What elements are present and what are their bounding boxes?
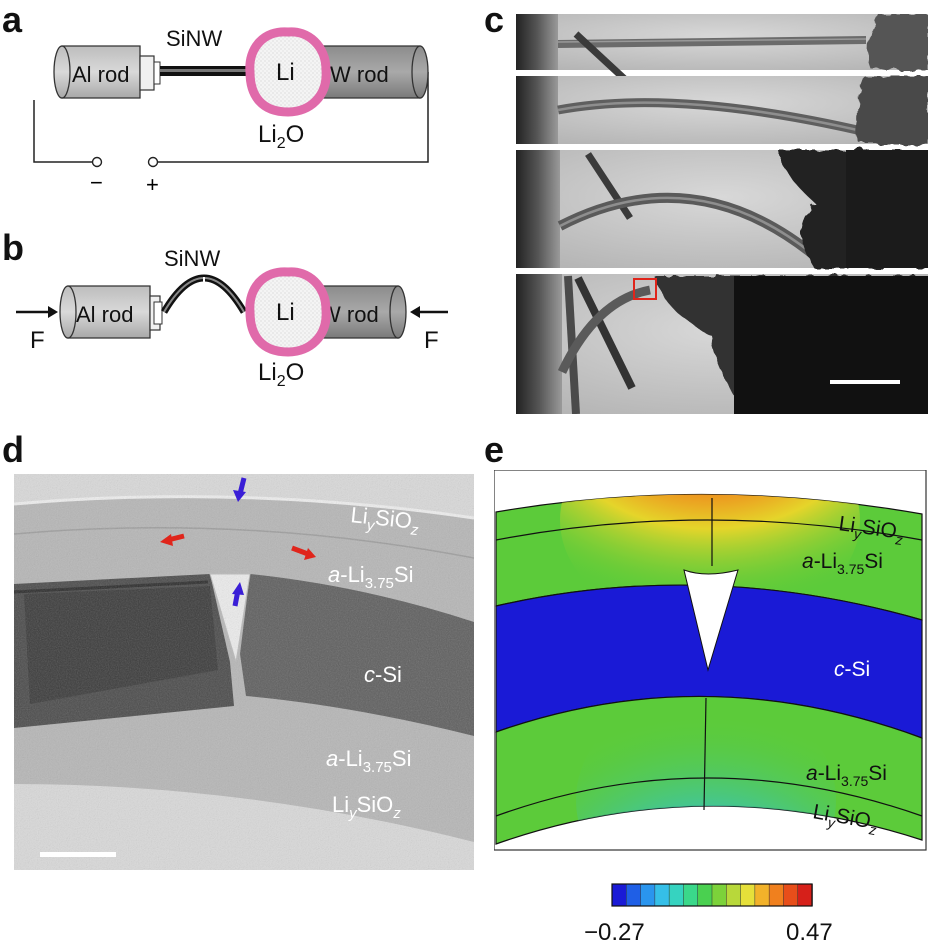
sinw-label: SiNW bbox=[164, 246, 220, 271]
force-left-label: F bbox=[30, 327, 45, 354]
li-label: Li bbox=[276, 299, 295, 326]
fe-crack bbox=[683, 569, 739, 672]
terminal-negative bbox=[91, 156, 103, 168]
li2o-shell bbox=[245, 267, 331, 357]
sinw-label: SiNW bbox=[166, 26, 222, 51]
colorbar-cell bbox=[783, 883, 799, 907]
panel-a-letter: a bbox=[2, 0, 23, 40]
colorbar bbox=[611, 883, 813, 907]
fe-liysioz-top-label: LiySiOz bbox=[837, 512, 905, 548]
al-rod-label: Al rod bbox=[72, 62, 129, 87]
colorbar-cell bbox=[654, 883, 670, 907]
li2o-label: Li2O bbox=[258, 359, 304, 390]
li2o-label: Li2O bbox=[258, 121, 304, 152]
liysioz-bottom-label: LiySiOz bbox=[332, 792, 401, 822]
colorbar-cell bbox=[797, 883, 813, 907]
colorbar-cell bbox=[726, 883, 742, 907]
al-rod-label: Al rod bbox=[76, 302, 133, 327]
li-label: Li bbox=[276, 59, 295, 86]
terminal-positive bbox=[147, 156, 159, 168]
csi-label: c-Si bbox=[364, 662, 402, 687]
circuit-wire bbox=[33, 72, 429, 163]
blue-arrow-crack bbox=[232, 582, 244, 607]
colorbar-cell bbox=[740, 883, 756, 907]
minus-sign: − bbox=[90, 170, 103, 195]
tem-frame-2 bbox=[516, 76, 928, 144]
w-rod-label: W rod bbox=[330, 62, 389, 87]
panel-e-letter: e bbox=[484, 429, 505, 470]
liysioz-top-label: LiySiOz bbox=[349, 502, 421, 539]
panel-a-schematic: − + Al rod SiNW W rod Li Li2O bbox=[33, 26, 429, 197]
colorbar-max-label: 0.47 bbox=[786, 919, 833, 946]
roi-box bbox=[633, 278, 657, 300]
colorbar-cell bbox=[611, 883, 628, 907]
force-arrow-left bbox=[48, 306, 58, 318]
tem-frame-4 bbox=[516, 274, 928, 414]
ali-bottom-label: a-Li3.75Si bbox=[326, 746, 411, 776]
li2o-shell bbox=[245, 27, 331, 117]
colorbar-cell bbox=[626, 883, 642, 907]
colorbar-cell bbox=[768, 883, 785, 907]
blue-arrow-top bbox=[233, 477, 247, 502]
colorbar-min-label: −0.27 bbox=[584, 919, 645, 946]
force-right-label: F bbox=[424, 327, 439, 354]
colorbar-cell bbox=[697, 883, 713, 907]
colorbar-cell bbox=[711, 883, 728, 907]
force-arrow-right bbox=[410, 306, 420, 318]
fe-ali-top-label: a-Li3.75Si bbox=[802, 550, 883, 577]
plus-sign: + bbox=[146, 172, 159, 197]
panel-b-letter: b bbox=[2, 227, 24, 268]
colorbar-cell bbox=[640, 883, 656, 907]
scale-bar bbox=[40, 852, 116, 857]
clamp bbox=[139, 55, 155, 91]
colorbar-cell bbox=[668, 883, 685, 907]
red-arrow-left bbox=[160, 533, 185, 546]
panel-b-schematic: F F Al rod SiNW W rod Li Li2O bbox=[16, 246, 448, 390]
panel-d-tem-image: LiySiOz a-Li3.75Si c-Si a-Li3.75Si LiySi… bbox=[14, 474, 474, 870]
fe-csi-label: c-Si bbox=[834, 658, 870, 681]
panel-d-letter: d bbox=[2, 429, 24, 470]
tem-frame-3 bbox=[516, 150, 928, 268]
panel-e-fea-model: LiySiOz a-Li3.75Si c-Si a-Li3.75Si LiySi… bbox=[494, 470, 927, 946]
tem-frame-1 bbox=[516, 14, 928, 87]
scale-bar bbox=[830, 380, 900, 384]
colorbar-cell bbox=[754, 883, 770, 907]
red-arrow-right bbox=[291, 545, 316, 560]
panel-c-tem-sequence bbox=[516, 14, 928, 414]
fe-ali-bottom-label: a-Li3.75Si bbox=[806, 762, 887, 789]
colorbar-cell bbox=[683, 883, 699, 907]
ali-top-label: a-Li3.75Si bbox=[328, 562, 413, 592]
panel-c-letter: c bbox=[484, 0, 505, 40]
